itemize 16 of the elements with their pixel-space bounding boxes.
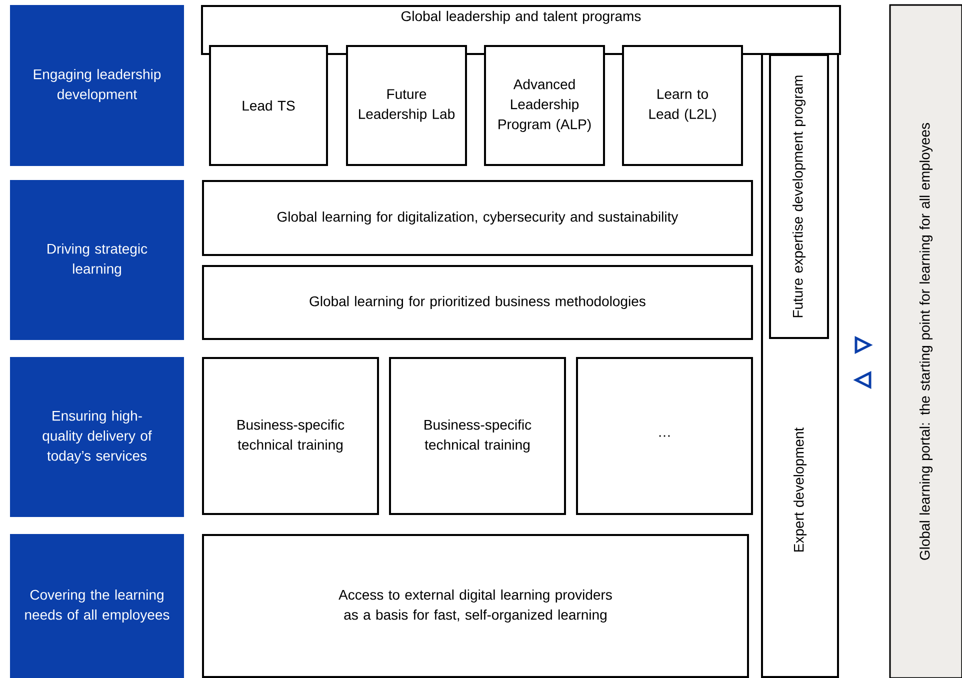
row-label-band: Engaging leadership development	[10, 5, 184, 166]
program-box: Future Leadership Lab	[346, 45, 467, 166]
program-box: Access to external digital learning providers as a basis for fast, self-organized learning	[202, 534, 749, 678]
row-label-band: Covering the learning needs of all employees	[10, 534, 184, 678]
program-box: Global learning for digitalization, cybersecurity and sustainability	[202, 180, 753, 256]
program-box: Global learning for prioritized business methodologies	[202, 265, 753, 340]
program-box: Learn to Lead (L2L)	[622, 45, 743, 166]
program-box: Business-specific technical training	[389, 357, 566, 515]
program-box: Future expertise development program	[769, 54, 829, 339]
program-box: Lead TS	[209, 45, 328, 166]
row-label-band: Driving strategic learning	[10, 180, 184, 340]
program-box: Business-specific technical training	[202, 357, 379, 515]
row-label-band: Ensuring high-quality delivery of today’s services	[10, 357, 184, 517]
program-box: Advanced Leadership Program (ALP)	[484, 45, 605, 166]
program-box: …	[576, 357, 753, 515]
portal-band: Global learning portal: the starting point for learning for all employees	[889, 4, 962, 678]
